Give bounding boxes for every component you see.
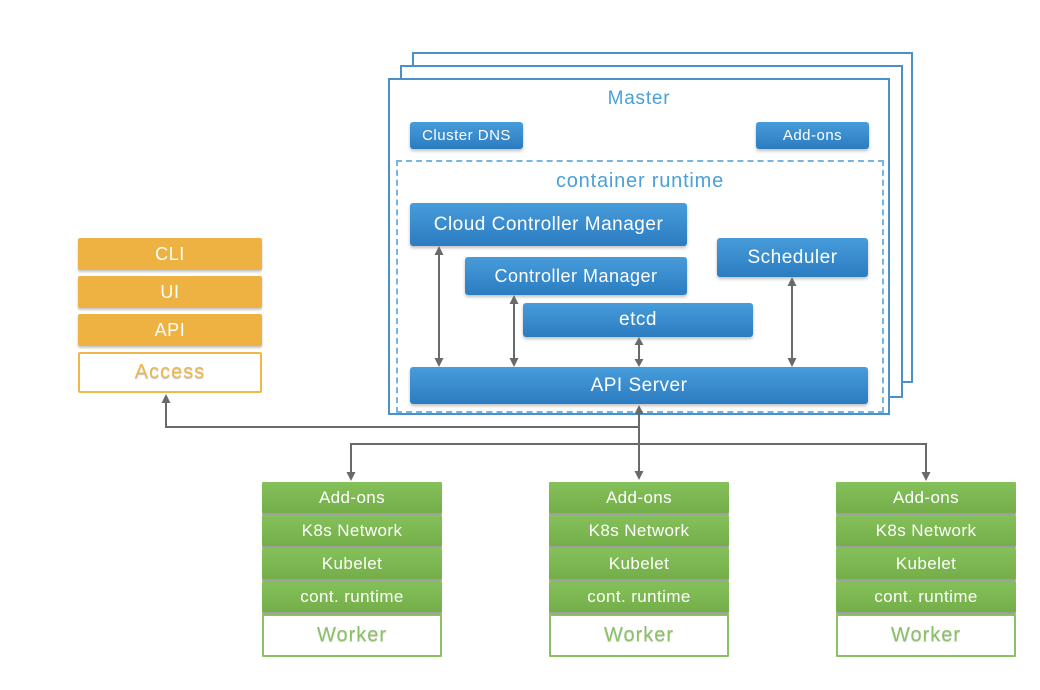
worker-k8s-network-row: K8s Network: [549, 515, 729, 546]
worker-addons-row: Add-ons: [549, 482, 729, 513]
scheduler-box: Scheduler: [717, 238, 868, 277]
worker-kubelet-row: Kubelet: [549, 548, 729, 579]
ui-box: UI: [78, 276, 262, 308]
etcd-box: etcd: [523, 303, 753, 337]
access-stack: CLI UI API Access: [78, 238, 262, 393]
arrow-apiserver-workers-outer: [346, 443, 931, 481]
api-box: API: [78, 314, 262, 346]
worker-k8s-network-row: K8s Network: [836, 515, 1016, 546]
worker-label-box: Worker: [549, 614, 729, 657]
worker-label-box: Worker: [836, 614, 1016, 657]
worker-cont-runtime-row: cont. runtime: [836, 581, 1016, 612]
worker-k8s-network-row: K8s Network: [262, 515, 442, 546]
access-box: Access: [78, 352, 262, 393]
worker-stack-2: Add-ons K8s Network Kubelet cont. runtim…: [549, 482, 729, 657]
worker-label-box: Worker: [262, 614, 442, 657]
api-server-box: API Server: [410, 367, 868, 404]
worker-cont-runtime-row: cont. runtime: [262, 581, 442, 612]
cloud-controller-manager-box: Cloud Controller Manager: [410, 203, 687, 246]
master-title: Master: [607, 88, 671, 109]
worker-kubelet-row: Kubelet: [262, 548, 442, 579]
worker-stack-1: Add-ons K8s Network Kubelet cont. runtim…: [262, 482, 442, 657]
add-ons-box: Add-ons: [756, 122, 869, 149]
controller-manager-box: Controller Manager: [465, 257, 687, 295]
cli-box: CLI: [78, 238, 262, 270]
worker-addons-row: Add-ons: [836, 482, 1016, 513]
worker-addons-row: Add-ons: [262, 482, 442, 513]
worker-kubelet-row: Kubelet: [836, 548, 1016, 579]
cluster-dns-box: Cluster DNS: [410, 122, 523, 149]
arrow-apiserver-worker-middle: [634, 405, 644, 480]
worker-stack-3: Add-ons K8s Network Kubelet cont. runtim…: [836, 482, 1016, 657]
container-runtime-title: container runtime: [555, 170, 725, 192]
worker-cont-runtime-row: cont. runtime: [549, 581, 729, 612]
